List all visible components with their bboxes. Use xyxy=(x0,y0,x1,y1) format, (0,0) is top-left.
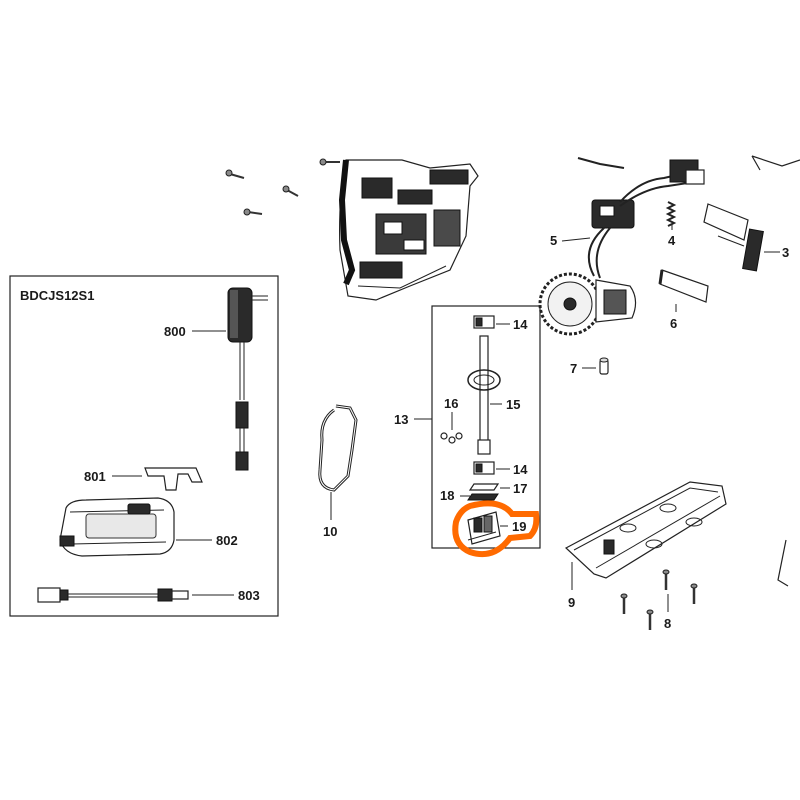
label-802: 802 xyxy=(216,533,238,548)
highlight-marker xyxy=(452,500,540,558)
battery-cover xyxy=(658,269,709,303)
support-plate xyxy=(467,483,500,501)
plunger-kit-box xyxy=(431,305,541,549)
label-7: 7 xyxy=(570,361,577,376)
plunger xyxy=(467,335,501,455)
label-15: 15 xyxy=(506,397,520,412)
kit-title: BDCJS12S1 xyxy=(20,288,94,303)
label-3: 3 xyxy=(782,245,789,260)
blade-clamp xyxy=(467,511,501,545)
label-6: 6 xyxy=(670,316,677,331)
pin xyxy=(599,357,609,375)
label-16: 16 xyxy=(444,396,458,411)
blade-edge-right xyxy=(777,539,789,587)
blade-guard xyxy=(318,404,358,492)
label-10: 10 xyxy=(323,524,337,539)
guide-block-lower xyxy=(473,461,495,475)
guide-block-upper xyxy=(473,315,495,329)
label-8: 8 xyxy=(664,616,671,631)
blade-key xyxy=(144,467,203,491)
label-18: 18 xyxy=(440,488,454,503)
label-14a: 14 xyxy=(513,317,528,332)
label-13: 13 xyxy=(394,412,408,427)
label-803: 803 xyxy=(238,588,260,603)
bearings xyxy=(440,432,463,444)
shoe-screws xyxy=(620,569,698,630)
label-800: 800 xyxy=(164,324,186,339)
motor-assembly xyxy=(538,272,637,336)
charger-adapter xyxy=(227,287,268,471)
leader-5 xyxy=(561,237,591,242)
usb-cable xyxy=(37,587,189,603)
label-14b: 14 xyxy=(513,462,528,477)
label-4: 4 xyxy=(668,233,676,248)
switch-harness xyxy=(577,157,705,279)
spring xyxy=(665,201,677,227)
label-5: 5 xyxy=(550,233,557,248)
trigger xyxy=(703,203,764,272)
base-shoe xyxy=(564,481,727,579)
label-801: 801 xyxy=(84,469,106,484)
carry-case xyxy=(59,497,175,557)
label-9: 9 xyxy=(568,595,575,610)
main-housing xyxy=(338,159,479,301)
housing-screws xyxy=(225,158,340,216)
housing-edge-right xyxy=(751,155,800,171)
label-17: 17 xyxy=(513,481,527,496)
kit-box xyxy=(9,275,279,617)
label-19: 19 xyxy=(512,519,526,534)
